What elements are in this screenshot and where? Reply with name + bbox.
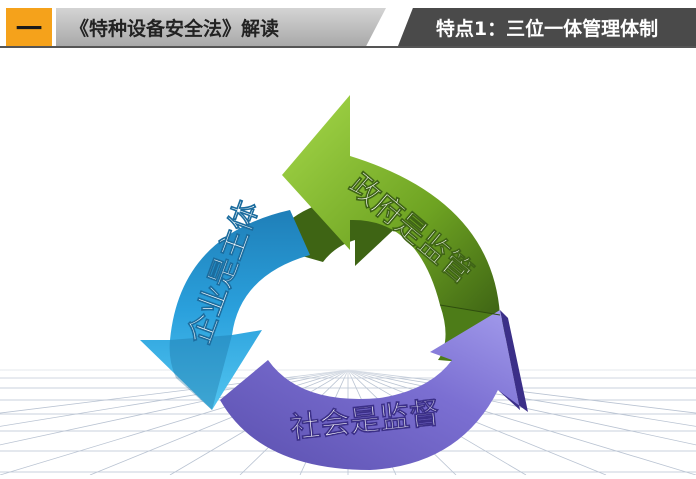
page-header: 一 《特种设备安全法》解读 特点1：三位一体管理体制 <box>0 0 696 48</box>
title-bar-bg <box>56 8 386 46</box>
page-title: 《特种设备安全法》解读 <box>70 17 280 40</box>
header-divider <box>0 46 696 48</box>
blue-arrow <box>140 210 310 410</box>
cycle-diagram: 政府是监管 企业是主体 社会是监督 <box>0 60 696 476</box>
cycle-diagram-svg: 政府是监管 企业是主体 社会是监督 <box>0 95 696 476</box>
section-number: 一 <box>6 8 52 46</box>
purple-arrow <box>220 310 528 470</box>
feature-title: 特点1：三位一体管理体制 <box>398 8 696 46</box>
